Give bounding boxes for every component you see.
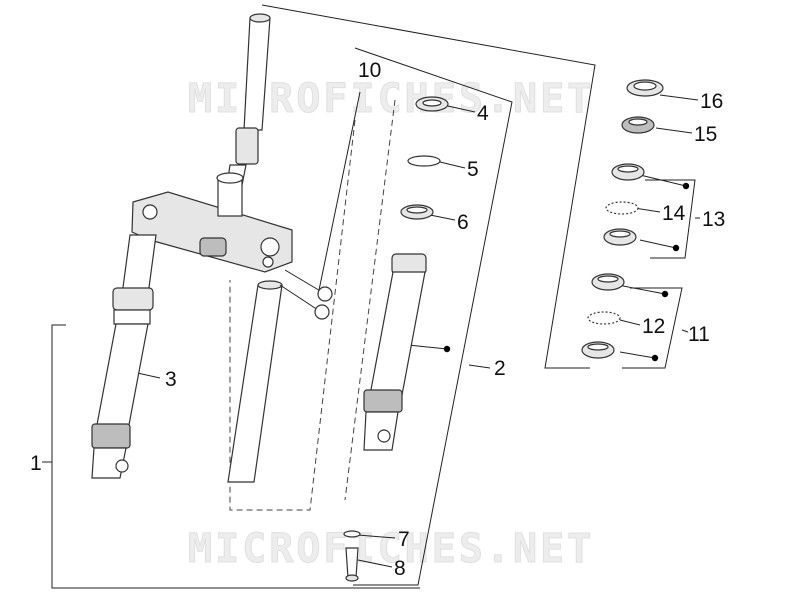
callout-7: 7	[398, 528, 410, 551]
leader-lines	[42, 91, 700, 568]
bearing-stack	[581, 79, 664, 359]
callout-14: 14	[662, 202, 686, 225]
fork-crown	[131, 172, 293, 273]
callout-5: 5	[467, 158, 479, 181]
callout-8: 8	[394, 557, 406, 580]
watermark-bottom: MICROFICHES.NET	[188, 526, 594, 572]
callout-13: 13	[702, 208, 725, 231]
bracket-lines	[51, 4, 696, 589]
fork-leg-right	[363, 253, 427, 451]
callout-6: 6	[457, 211, 469, 234]
crown-bolts	[279, 269, 333, 320]
callout-10: 10	[358, 59, 381, 82]
callout-2: 2	[494, 357, 506, 380]
callout-12: 12	[642, 315, 665, 338]
fork-leg-left	[91, 234, 157, 479]
seal-parts	[400, 96, 449, 220]
callout-11: 11	[688, 323, 710, 346]
callout-4: 4	[477, 102, 489, 125]
damper-tube	[227, 280, 283, 483]
leader-dots	[443, 182, 690, 362]
callout-16: 16	[700, 90, 723, 113]
callout-3: 3	[165, 368, 177, 391]
callout-15: 15	[694, 123, 717, 146]
bottom-bolt	[343, 530, 361, 582]
callout-labels: 1 2 3 4 5 6 7 8 10 11 12 13 14 15 16	[30, 59, 725, 580]
callout-1: 1	[30, 452, 42, 475]
